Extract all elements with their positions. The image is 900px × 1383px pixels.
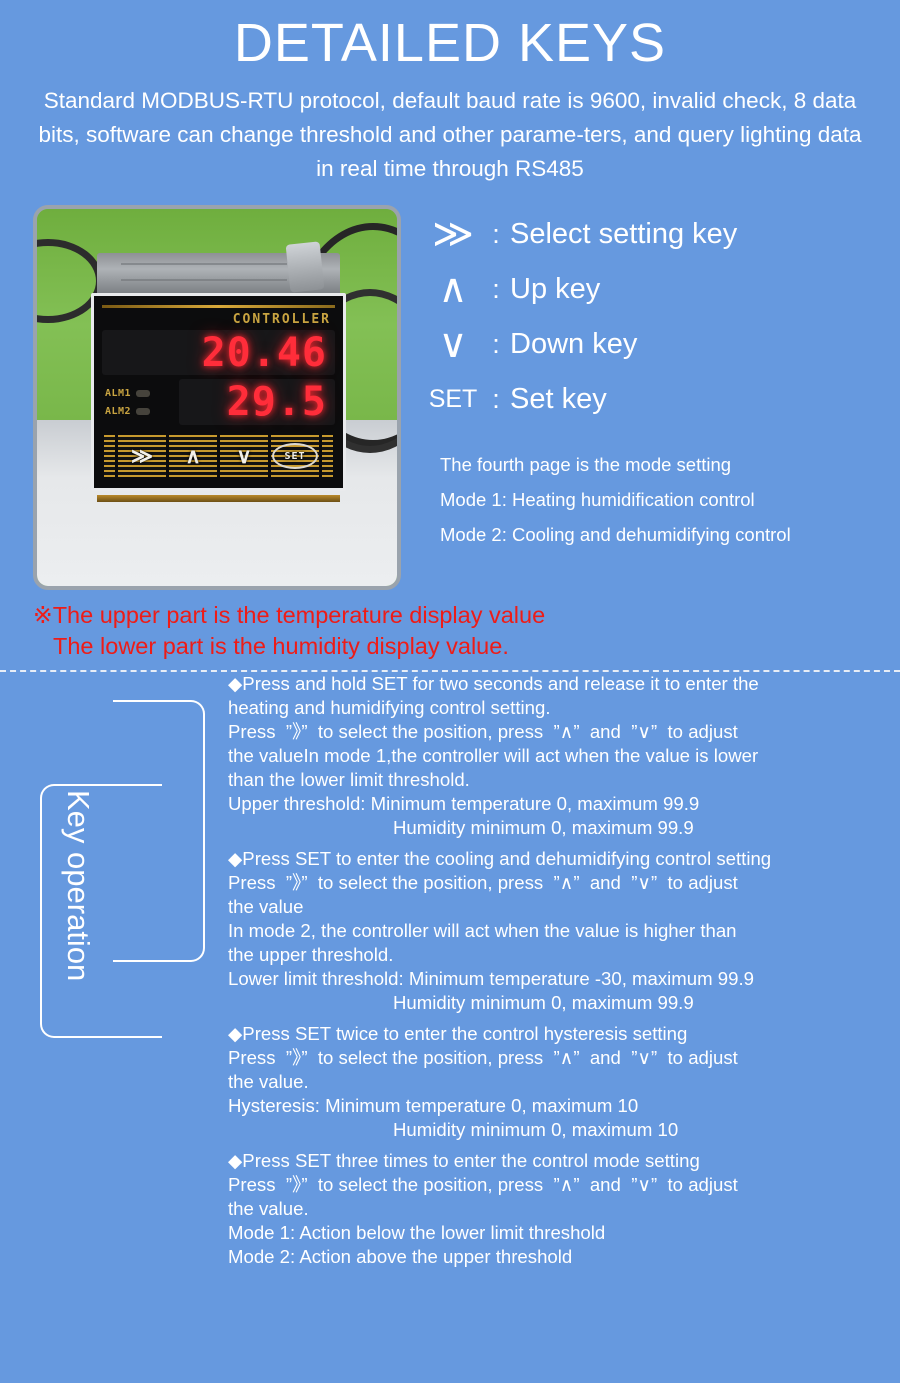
device-base-strip	[97, 495, 340, 503]
ops-line: In mode 2, the controller will act when …	[228, 920, 737, 941]
key-legend-item-down: ∨ : Down key	[424, 317, 900, 372]
mounting-clip-icon	[285, 241, 325, 293]
page-title: DETAILED KEYS	[233, 13, 667, 73]
panel-gold-line	[102, 304, 335, 308]
key-operation-bracket-left	[40, 784, 162, 1039]
upper-display-value: 20.46	[102, 329, 335, 376]
ops-line: ◆Press SET to enter the cooling and dehu…	[228, 848, 772, 870]
section-divider	[0, 670, 900, 673]
ops-line: Upper threshold: Minimum temperature 0, …	[228, 793, 700, 815]
device-set-button[interactable]: SET	[271, 435, 319, 478]
device-button-row: ≫ ∧ ∨ SET	[102, 432, 335, 480]
key-operation-bracket-right	[113, 700, 205, 963]
ops-line: heating and humidifying control setting.	[228, 697, 551, 719]
key-legend-item-up: ∧ : Up key	[424, 262, 900, 317]
lower-display-row: ALM1 ALM2 29.5	[102, 379, 335, 426]
ops-line: the value.	[228, 1070, 309, 1092]
ops-line: Press ”》” to select the position, press …	[228, 1173, 738, 1195]
ops-line: Press ”》” to select the position, press …	[228, 1046, 738, 1068]
ops-line-indented: Humidity minimum 0, maximum 99.9	[393, 991, 694, 1013]
set-button-label: SET	[272, 443, 318, 470]
alarm-indicator-1: ALM1	[105, 388, 179, 399]
chevron-down-icon: ∨	[236, 444, 252, 468]
mode-note: Mode 2: Cooling and dehumidifying contro…	[440, 524, 791, 546]
mode-note: The fourth page is the mode setting	[440, 453, 732, 475]
ops-line: ◆Press SET three times to enter the cont…	[228, 1149, 700, 1171]
product-photo: CONTROLLER 20.46 ALM1 ALM2	[33, 204, 401, 590]
chevron-up-icon: ∧	[185, 444, 201, 468]
ops-line: Mode 2: Action above the upper threshold	[228, 1245, 573, 1267]
device-brand-label: CONTROLLER	[232, 311, 331, 327]
device-front-panel: CONTROLLER 20.46 ALM1 ALM2	[94, 295, 343, 489]
device-select-button[interactable]: ≫	[118, 435, 166, 478]
key-operation-text: ◆Press and hold SET for two seconds and …	[228, 672, 892, 1276]
key-operation-section: Key operation ◆Press and hold SET for tw…	[0, 672, 900, 1327]
product-photo-column: CONTROLLER 20.46 ALM1 ALM2	[0, 204, 406, 590]
key-operation-block: ◆Press SET three times to enter the cont…	[228, 1149, 892, 1276]
ops-line: ◆Press SET twice to enter the control hy…	[228, 1022, 688, 1044]
ops-line: Hysteresis: Minimum temperature 0, maxim…	[228, 1094, 639, 1116]
controller-device: CONTROLLER 20.46 ALM1 ALM2	[91, 241, 346, 503]
key-legend-item-set: SET : Set key	[424, 372, 900, 427]
display-value-note-line-2: The lower part is the humidity display v…	[53, 632, 509, 659]
ops-line: the valueIn mode 1,the controller will a…	[228, 745, 759, 767]
set-key-icon: SET	[428, 384, 478, 413]
device-down-button[interactable]: ∨	[220, 435, 268, 478]
chevron-double-right-icon: ≫	[432, 212, 474, 257]
ops-line: the upper threshold.	[228, 943, 394, 965]
key-legend-label: Set key	[510, 382, 607, 415]
ops-line: Lower limit threshold: Minimum temperatu…	[228, 967, 754, 989]
ops-line: Press ”》” to select the position, press …	[228, 872, 738, 894]
ops-line: ◆Press and hold SET for two seconds and …	[228, 673, 759, 695]
display-value-note: ※The upper part is the temperature displ…	[0, 590, 900, 663]
page-header: DETAILED KEYS Standard MODBUS-RTU protoc…	[0, 0, 900, 187]
key-legend-column: ≫ : Select setting key ∧ : Up key ∨ : Do…	[406, 205, 900, 553]
product-overview-section: CONTROLLER 20.46 ALM1 ALM2	[0, 187, 900, 590]
display-value-note-line-1: ※The upper part is the temperature displ…	[33, 601, 546, 628]
key-legend-label: Down key	[510, 327, 638, 360]
ops-line: the value.	[228, 1197, 309, 1219]
ops-line: Mode 1: Action below the lower limit thr…	[228, 1221, 606, 1243]
key-legend-colon: :	[492, 328, 500, 359]
alarm-1-led-icon	[136, 389, 151, 397]
button-row-edge	[322, 435, 333, 478]
button-row-edge	[104, 435, 115, 478]
alarm-2-led-icon	[136, 407, 151, 415]
chevron-up-icon: ∧	[438, 267, 468, 312]
chevron-down-icon: ∨	[438, 322, 468, 367]
chevron-double-right-icon: ≫	[131, 444, 153, 468]
key-operation-label: Key operation	[61, 790, 96, 982]
intro-paragraph: Standard MODBUS-RTU protocol, default ba…	[38, 88, 862, 182]
key-legend-label: Up key	[510, 272, 601, 305]
key-operation-block: ◆Press SET twice to enter the control hy…	[228, 1022, 892, 1149]
ops-line: than the lower limit threshold.	[228, 769, 470, 791]
device-bezel: CONTROLLER 20.46 ALM1 ALM2	[91, 292, 346, 492]
ops-line-indented: Humidity minimum 0, maximum 10	[393, 1118, 679, 1140]
key-operation-block: ◆Press and hold SET for two seconds and …	[228, 672, 892, 847]
key-legend-colon: :	[492, 218, 500, 249]
lower-display-value: 29.5	[179, 379, 335, 426]
key-legend-colon: :	[492, 273, 500, 304]
ops-line-indented: Humidity minimum 0, maximum 99.9	[393, 817, 694, 839]
ops-line: the value	[228, 896, 304, 918]
alarm-2-label: ALM2	[105, 405, 132, 417]
key-legend-label: Select setting key	[510, 217, 738, 250]
alarm-indicator-column: ALM1 ALM2	[102, 381, 179, 424]
key-legend-colon: :	[492, 383, 500, 414]
alarm-1-label: ALM1	[105, 387, 132, 399]
mode-note: Mode 1: Heating humidification control	[440, 488, 755, 510]
device-up-button[interactable]: ∧	[169, 435, 217, 478]
mode-notes-list: The fourth page is the mode setting Mode…	[424, 427, 900, 553]
key-operation-block: ◆Press SET to enter the cooling and dehu…	[228, 847, 892, 1022]
alarm-indicator-2: ALM2	[105, 406, 179, 417]
ops-line: Press ”》” to select the position, press …	[228, 721, 738, 743]
device-metal-housing	[97, 241, 340, 293]
key-legend-item-select: ≫ : Select setting key	[424, 207, 900, 262]
